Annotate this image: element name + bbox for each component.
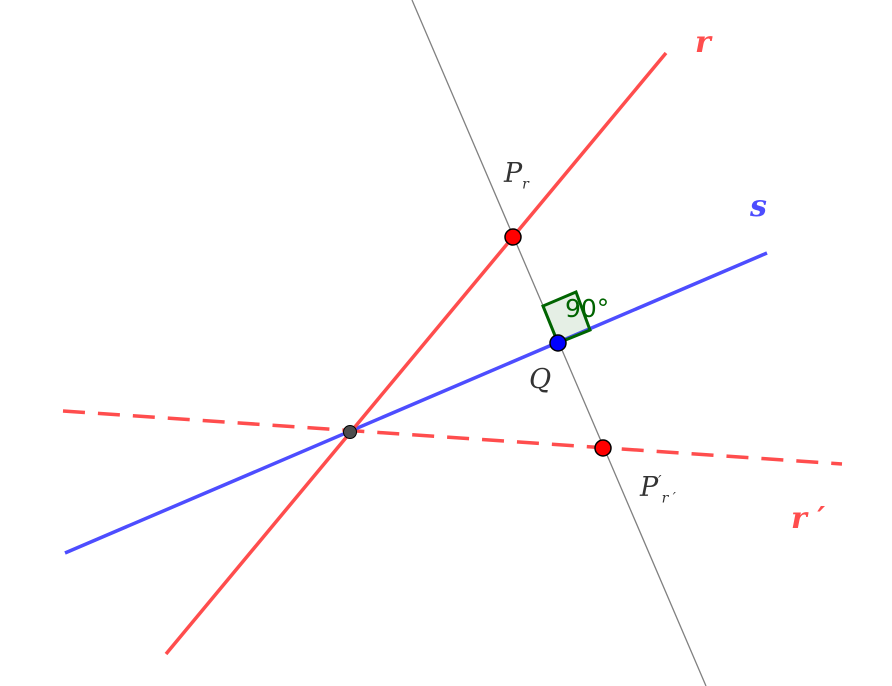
label-pr-prime: P′r ′ [640, 472, 676, 507]
point-intersection[interactable] [343, 425, 357, 439]
point-q[interactable] [549, 334, 567, 352]
angle-label: 90° [565, 294, 610, 323]
right-angle-marker [541, 290, 592, 345]
label-prp-sup: ′ [658, 472, 662, 490]
label-pr: Pr [504, 160, 529, 191]
label-s: s [750, 189, 767, 224]
label-q: Q [529, 364, 552, 395]
point-pr-prime[interactable] [594, 439, 612, 457]
label-prp-sub: r ′ [661, 490, 676, 507]
label-prp-main: P [640, 472, 659, 503]
label-pr-sub: r [522, 176, 529, 193]
label-r: r [695, 25, 711, 60]
line-s[interactable] [64, 251, 768, 555]
label-pr-main: P [504, 158, 523, 189]
line-r-prime[interactable] [62, 409, 843, 466]
point-pr[interactable] [504, 228, 522, 246]
label-r-prime: r ′ [791, 501, 826, 536]
line-r[interactable] [164, 51, 668, 656]
